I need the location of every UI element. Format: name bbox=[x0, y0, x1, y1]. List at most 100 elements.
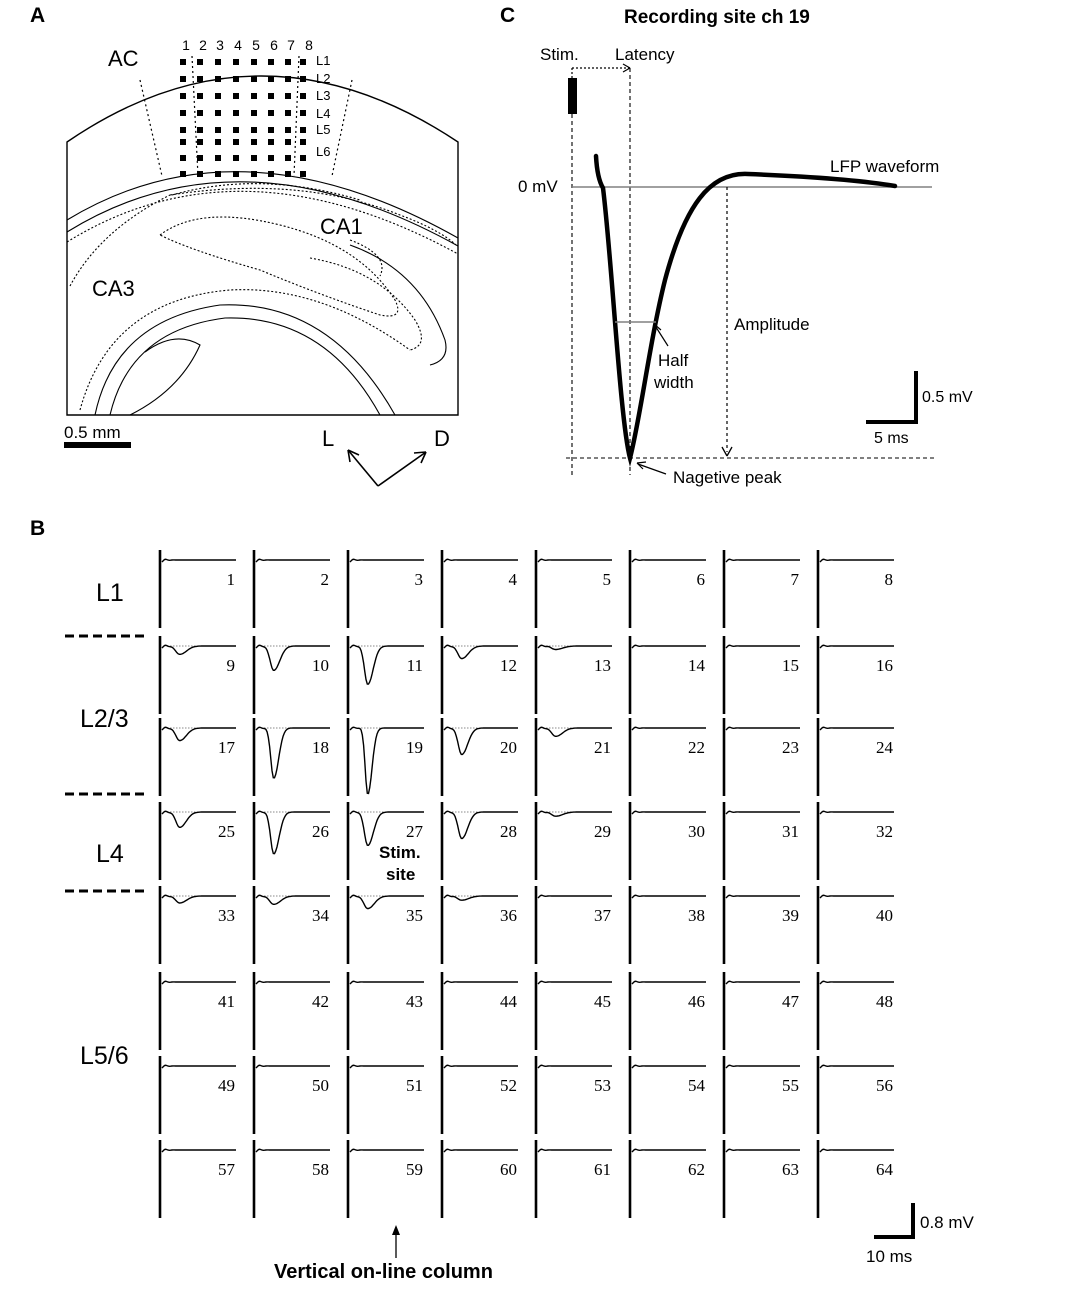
electrode-site bbox=[268, 93, 274, 99]
lfp-trace bbox=[349, 726, 424, 795]
channel-number: 9 bbox=[227, 656, 236, 675]
stim-label: Stim. bbox=[540, 45, 579, 64]
channel-trace: 55 bbox=[722, 1056, 800, 1134]
lfp-trace bbox=[349, 644, 424, 685]
scale-bar-a-label: 0.5 mm bbox=[64, 423, 121, 442]
channel-number: 41 bbox=[218, 992, 235, 1011]
channel-trace: 48 bbox=[816, 972, 894, 1050]
channel-number: 56 bbox=[876, 1076, 893, 1095]
lfp-trace bbox=[349, 558, 424, 563]
panel-b-label: B bbox=[30, 517, 45, 540]
axis-d-label: D bbox=[434, 426, 450, 451]
channel-trace: 34 bbox=[252, 886, 330, 964]
scale-bar-a: 0.5 mm bbox=[64, 423, 131, 448]
electrode-column-number: 2 bbox=[199, 37, 207, 53]
lfp-trace bbox=[725, 894, 800, 899]
channel-trace: 43 bbox=[346, 972, 424, 1050]
lfp-trace bbox=[255, 894, 330, 905]
channel-trace: 21 bbox=[534, 718, 612, 796]
channel-trace: 52 bbox=[440, 1056, 518, 1134]
channel-number: 45 bbox=[594, 992, 611, 1011]
electrode-site bbox=[251, 127, 257, 133]
channel-trace: 62 bbox=[628, 1140, 706, 1218]
electrode-site bbox=[300, 127, 306, 133]
axis-l-label: L bbox=[322, 426, 334, 451]
channel-number: 42 bbox=[312, 992, 329, 1011]
electrode-site bbox=[268, 110, 274, 116]
electrode-site bbox=[197, 93, 203, 99]
electrode-layer-label: L2 bbox=[316, 71, 330, 86]
panel-c-title: Recording site ch 19 bbox=[624, 7, 810, 28]
channel-number: 47 bbox=[782, 992, 800, 1011]
channel-trace: 54 bbox=[628, 1056, 706, 1134]
region-ac-label: AC bbox=[108, 46, 139, 71]
lfp-trace bbox=[725, 558, 800, 563]
channel-trace: 11 bbox=[346, 636, 424, 714]
channel-number: 30 bbox=[688, 822, 705, 841]
electrode-site bbox=[268, 76, 274, 82]
channel-number: 28 bbox=[500, 822, 517, 841]
channel-trace: 44 bbox=[440, 972, 518, 1050]
hippocampus-lines bbox=[69, 187, 457, 416]
channel-trace: 59 bbox=[346, 1140, 424, 1218]
stim-site-line2: site bbox=[386, 865, 415, 884]
lfp-trace bbox=[161, 558, 236, 563]
channel-number: 2 bbox=[321, 570, 330, 589]
electrode-site bbox=[180, 171, 186, 177]
electrode-site bbox=[215, 171, 221, 177]
channel-number: 35 bbox=[406, 906, 423, 925]
channel-trace: 22 bbox=[628, 718, 706, 796]
channel-trace: 56 bbox=[816, 1056, 894, 1134]
lfp-trace bbox=[161, 1148, 236, 1153]
channel-trace: 64 bbox=[816, 1140, 894, 1218]
scale-bar-c bbox=[866, 371, 918, 424]
channel-trace: 25 bbox=[158, 802, 236, 880]
electrode-site bbox=[233, 155, 239, 161]
lfp-trace bbox=[443, 726, 518, 756]
channel-trace: 28 bbox=[440, 802, 518, 880]
peak-label: Nagetive peak bbox=[673, 468, 782, 487]
lfp-trace bbox=[161, 644, 236, 655]
lfp-trace bbox=[255, 980, 330, 985]
lfp-trace bbox=[631, 558, 706, 563]
scale-bar-a-bar bbox=[64, 442, 131, 448]
channel-number: 15 bbox=[782, 656, 799, 675]
channel-trace: 26 bbox=[252, 802, 330, 880]
electrode-site bbox=[197, 127, 203, 133]
lfp-trace bbox=[631, 810, 706, 815]
lfp-trace bbox=[443, 894, 518, 901]
channel-number: 20 bbox=[500, 738, 517, 757]
channel-trace: 45 bbox=[534, 972, 612, 1050]
channel-number: 57 bbox=[218, 1160, 236, 1179]
channel-trace: 49 bbox=[158, 1056, 236, 1134]
electrode-site bbox=[215, 76, 221, 82]
electrode-site bbox=[300, 59, 306, 65]
panel-c-label: C bbox=[500, 4, 515, 27]
electrode-site bbox=[233, 127, 239, 133]
channel-number: 14 bbox=[688, 656, 706, 675]
channel-trace: 47 bbox=[722, 972, 800, 1050]
electrode-site bbox=[300, 76, 306, 82]
channel-number: 29 bbox=[594, 822, 611, 841]
lfp-trace bbox=[255, 644, 330, 671]
lfp-trace bbox=[725, 1064, 800, 1069]
channel-trace: 3 bbox=[346, 550, 424, 628]
channel-number: 27 bbox=[406, 822, 424, 841]
lfp-trace bbox=[819, 810, 894, 815]
channel-number: 16 bbox=[876, 656, 893, 675]
column-label: Vertical on-line column bbox=[274, 1261, 493, 1283]
electrode-column-number: 5 bbox=[252, 37, 260, 53]
lfp-trace bbox=[161, 980, 236, 985]
channel-number: 3 bbox=[415, 570, 424, 589]
channel-trace: 2 bbox=[252, 550, 330, 628]
channel-number: 36 bbox=[500, 906, 517, 925]
channel-number: 10 bbox=[312, 656, 329, 675]
channel-number: 58 bbox=[312, 1160, 329, 1179]
channel-trace: 39 bbox=[722, 886, 800, 964]
channel-trace: 46 bbox=[628, 972, 706, 1050]
electrode-site bbox=[285, 155, 291, 161]
latency-marker bbox=[571, 67, 630, 78]
channel-number: 4 bbox=[509, 570, 518, 589]
